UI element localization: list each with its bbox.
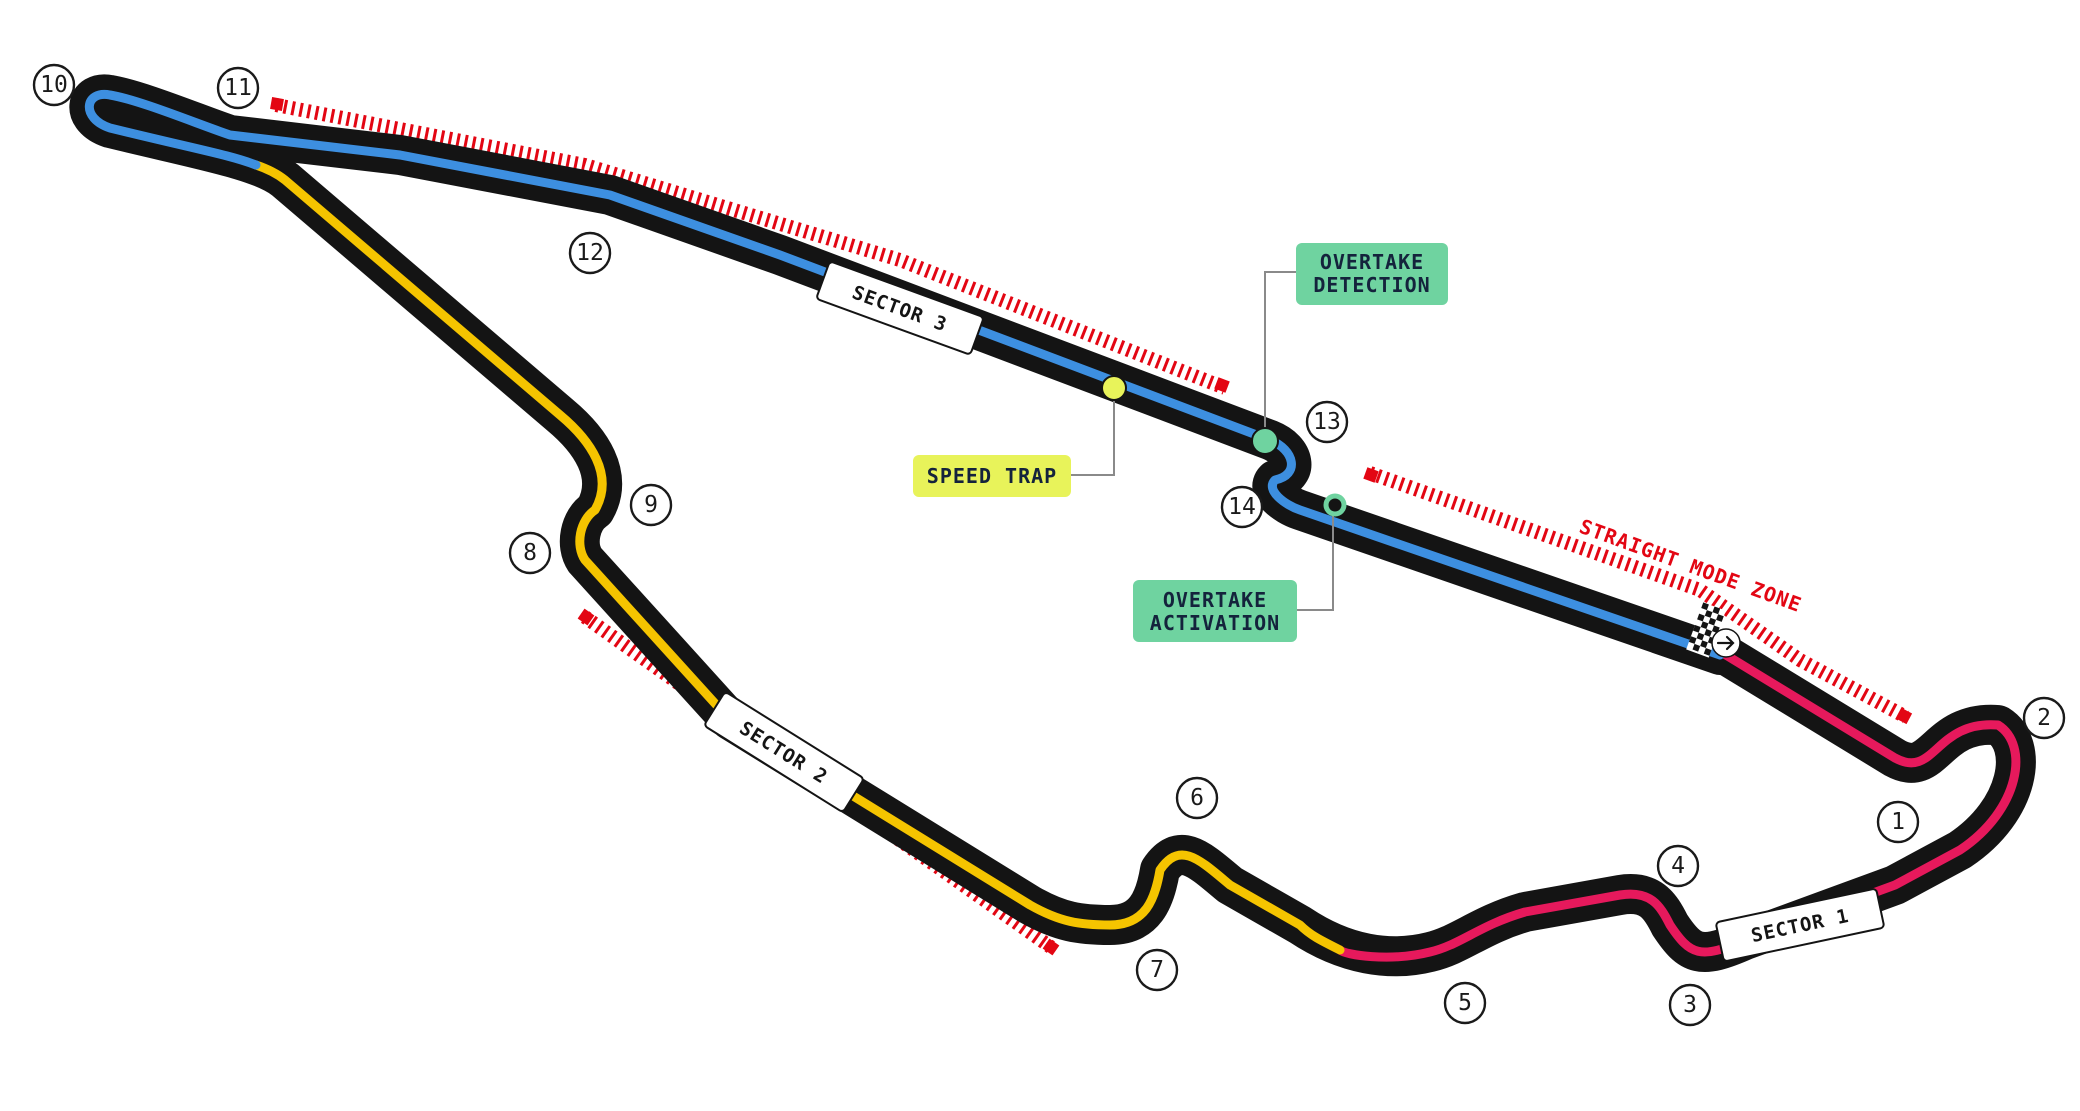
corner-9: 9 xyxy=(629,483,673,527)
zone-cap xyxy=(1895,707,1913,725)
corner-12-label: 12 xyxy=(576,240,604,266)
track-markers xyxy=(1101,375,1347,517)
zone-cap xyxy=(577,608,595,626)
corner-7-label: 7 xyxy=(1150,957,1164,983)
speed-trap-marker xyxy=(1101,375,1127,401)
zone-back-straight xyxy=(274,98,1228,395)
zone-cap xyxy=(1042,938,1060,956)
callout-lines xyxy=(1068,271,1334,611)
corner-10: 10 xyxy=(32,63,76,107)
speed-trap-box xyxy=(913,455,1071,497)
corner-markers: 1 2 3 4 5 6 7 8 9 10 11 12 13 14 xyxy=(32,63,2066,1027)
corner-14: 14 xyxy=(1220,485,1264,529)
corner-1: 1 xyxy=(1876,800,1920,844)
zone-main-straight xyxy=(1367,466,1910,724)
corner-3-label: 3 xyxy=(1683,992,1697,1018)
activation-box xyxy=(1133,580,1297,642)
detection-box xyxy=(1296,243,1448,305)
corner-5-label: 5 xyxy=(1458,990,1472,1016)
activation-label-line1: OVERTAKE xyxy=(1163,588,1267,612)
corner-10-label: 10 xyxy=(40,72,68,98)
overtake-detection-callout: OVERTAKE DETECTION xyxy=(1296,243,1448,305)
sector-label-2: SECTOR 2 xyxy=(704,692,864,812)
zone-cap xyxy=(1363,467,1379,483)
corner-5: 5 xyxy=(1443,981,1487,1025)
sector-label-3: SECTOR 3 xyxy=(816,261,984,355)
corner-6-label: 6 xyxy=(1190,785,1204,811)
corner-11: 11 xyxy=(216,66,260,110)
activation-leader xyxy=(1296,506,1334,611)
corner-14-label: 14 xyxy=(1228,494,1256,520)
corner-2: 2 xyxy=(2022,696,2066,740)
corner-11-label: 11 xyxy=(224,75,252,101)
corner-9-label: 9 xyxy=(644,492,658,518)
corner-3: 3 xyxy=(1668,983,1712,1027)
checkered-flag-icon xyxy=(1686,602,1726,658)
detection-label-line2: DETECTION xyxy=(1313,273,1430,297)
sector-3-line xyxy=(84,89,1725,660)
sector-2-line xyxy=(251,160,1345,955)
corner-7: 7 xyxy=(1135,948,1179,992)
corner-8: 8 xyxy=(508,531,552,575)
speed-trap-label: SPEED TRAP xyxy=(927,464,1057,488)
activation-marker xyxy=(1323,493,1347,517)
corner-4: 4 xyxy=(1656,844,1700,888)
overtake-activation-callout: OVERTAKE ACTIVATION xyxy=(1133,580,1297,642)
sector-lines xyxy=(84,89,2021,962)
zone-cap xyxy=(270,97,284,111)
corner-6: 6 xyxy=(1175,776,1219,820)
track-outline xyxy=(69,74,2036,977)
corner-1-label: 1 xyxy=(1891,809,1905,835)
speed-trap-callout: SPEED TRAP xyxy=(913,455,1071,497)
corner-12: 12 xyxy=(568,231,612,275)
start-finish xyxy=(1686,602,1741,658)
corner-2-label: 2 xyxy=(2037,705,2051,731)
detection-marker xyxy=(1251,427,1279,455)
sector-1-line xyxy=(1335,647,2021,962)
arrow-right-icon xyxy=(1711,628,1741,658)
zone-cap xyxy=(1214,377,1230,393)
detection-label-line1: OVERTAKE xyxy=(1320,250,1424,274)
activation-label-line2: ACTIVATION xyxy=(1150,611,1280,635)
corner-4-label: 4 xyxy=(1671,853,1685,879)
straight-mode-zones xyxy=(270,97,1913,956)
corner-8-label: 8 xyxy=(523,540,537,566)
detection-leader xyxy=(1264,271,1296,441)
corner-13-label: 13 xyxy=(1313,409,1341,435)
speed-trap-leader xyxy=(1068,390,1115,476)
corner-13: 13 xyxy=(1305,400,1349,444)
